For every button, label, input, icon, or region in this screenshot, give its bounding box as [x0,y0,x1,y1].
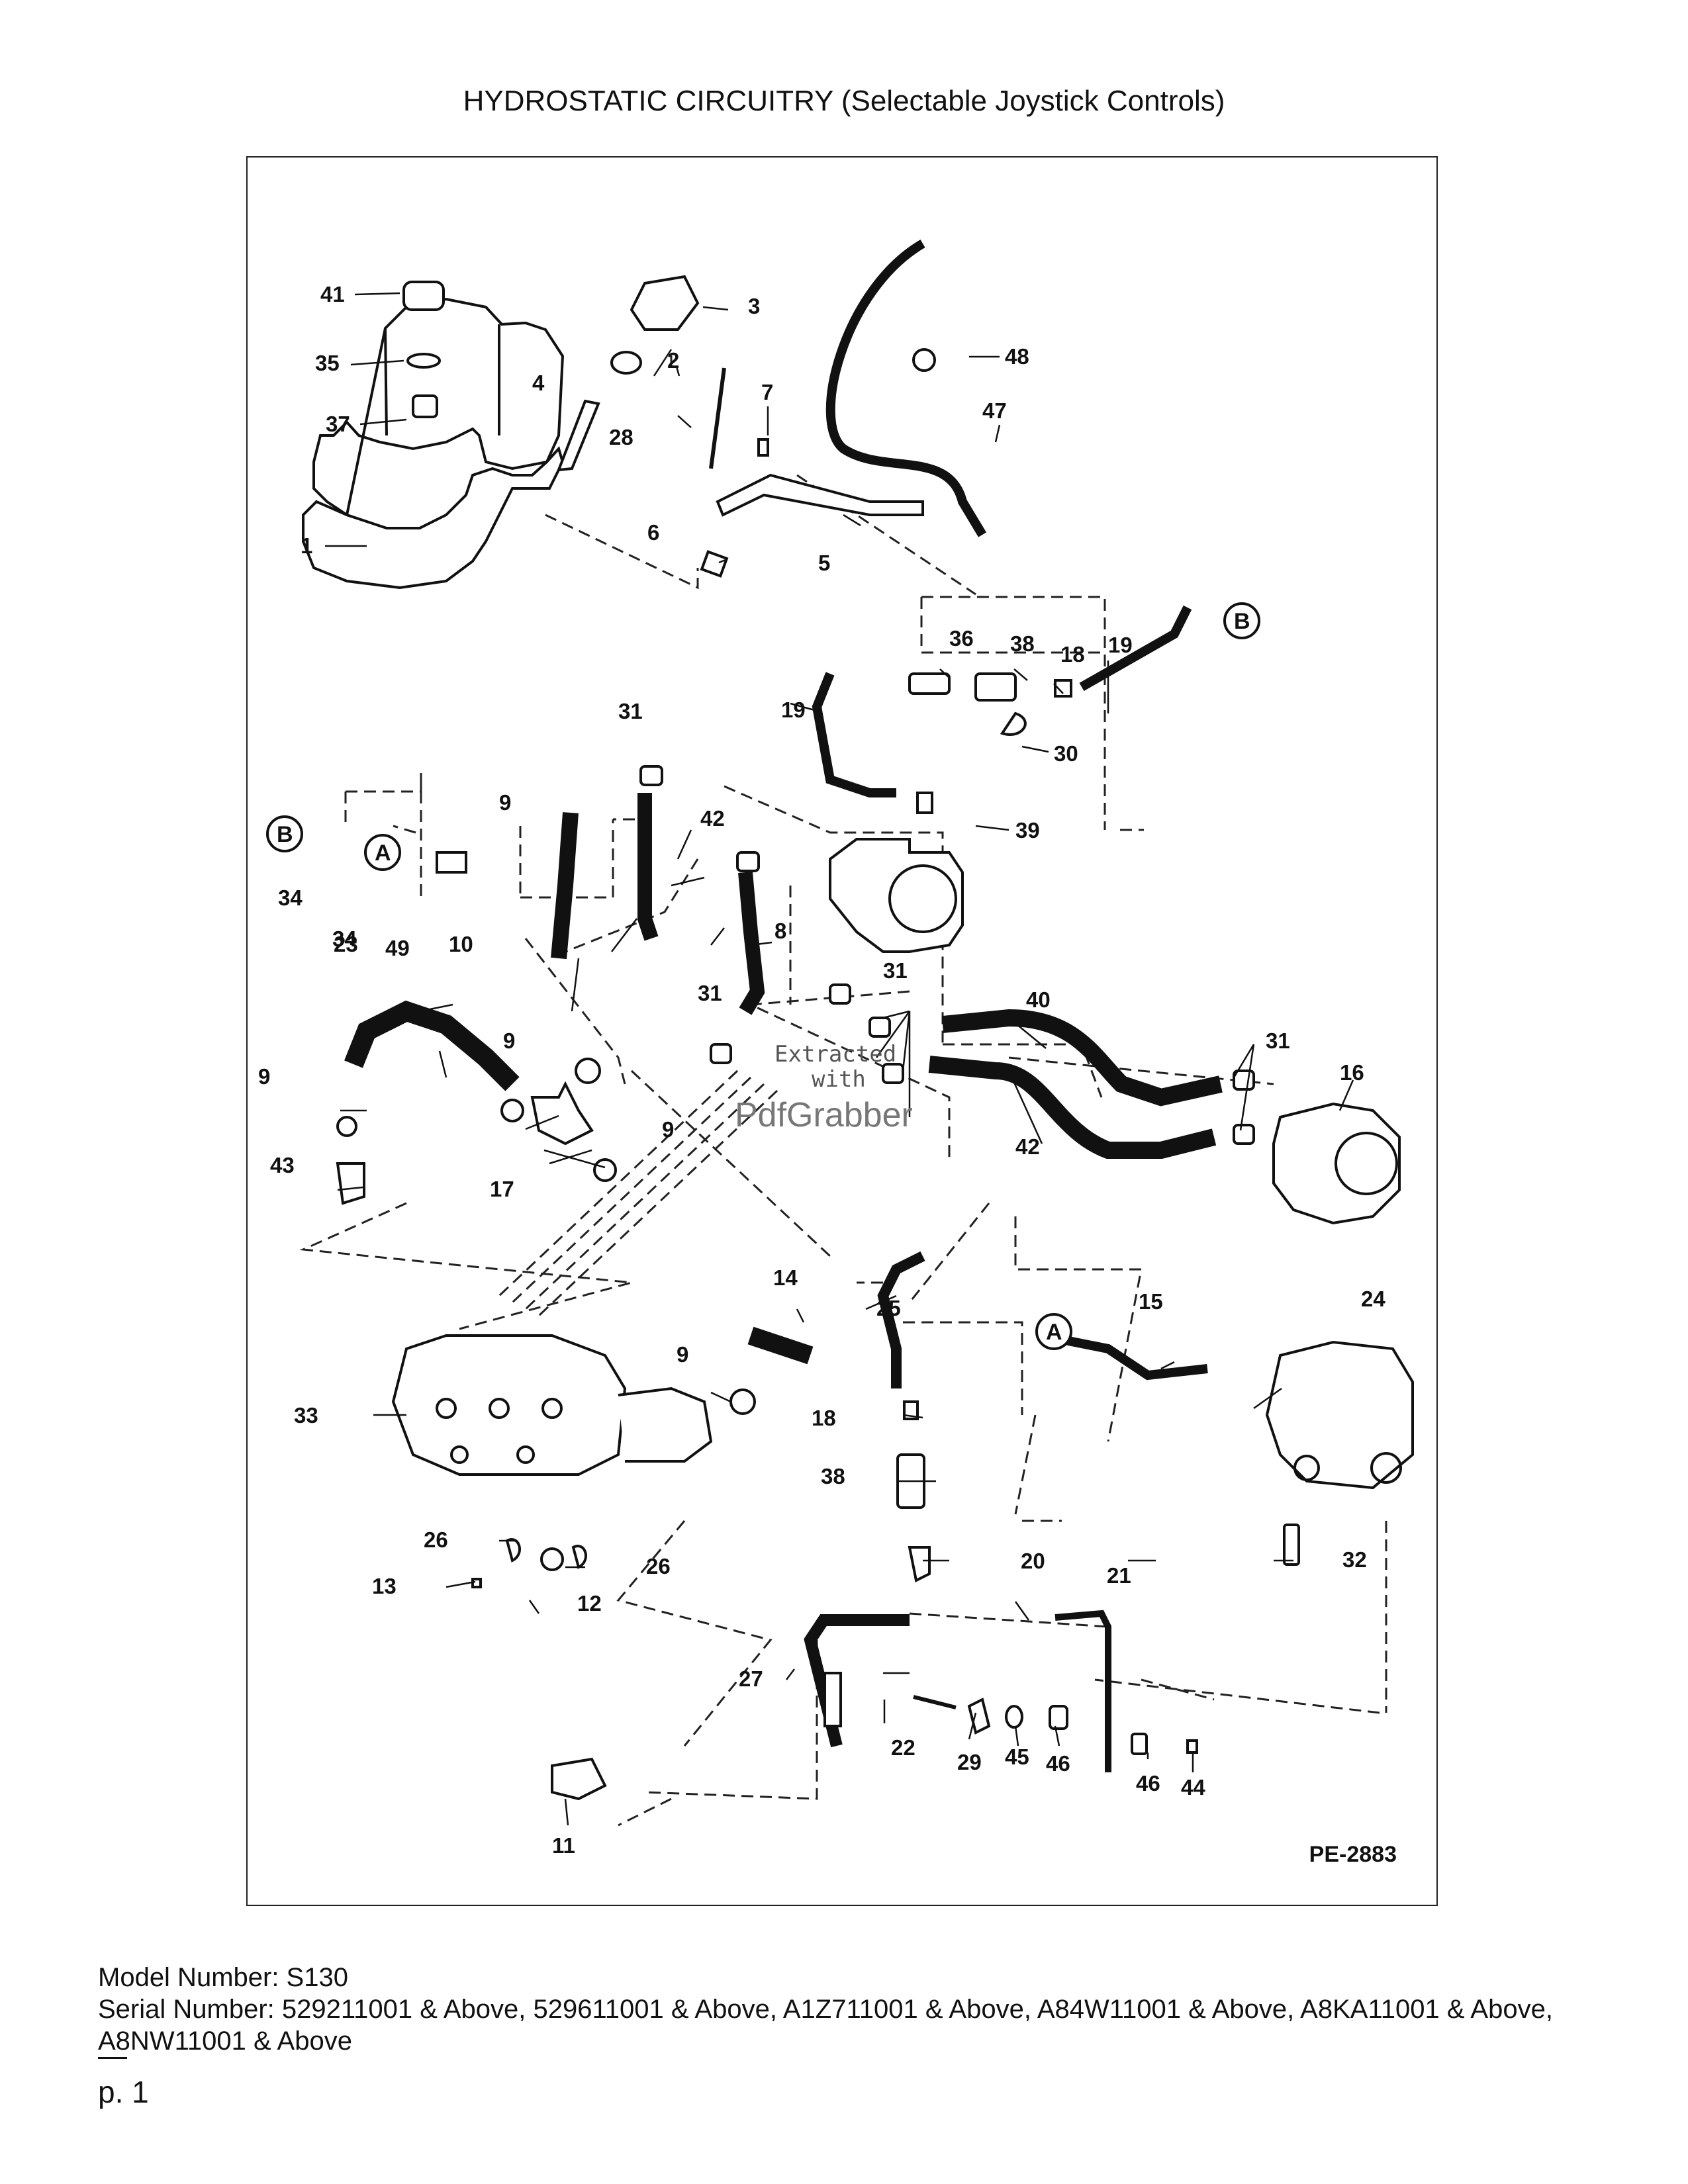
callout-35: 35 [315,351,340,375]
callout-36: 36 [949,626,974,651]
callout-31: 31 [618,699,643,723]
parts [302,239,1414,1801]
callout-43: 43 [270,1153,295,1177]
watermark-line1: Extracted [774,1041,896,1068]
callout-26b: 26 [646,1554,671,1578]
callout-9b: 9 [503,1028,515,1053]
connector-b-left: B [277,822,293,847]
callout-16: 16 [1340,1060,1364,1085]
watermark-line2: with [812,1066,866,1093]
callout-9e: 9 [677,1342,688,1367]
callout-31d: 31 [1266,1028,1290,1053]
callout-29: 29 [957,1750,982,1774]
callout-46: 46 [1046,1751,1070,1776]
callout-44: 44 [1181,1775,1205,1799]
callout-40: 40 [1026,987,1051,1012]
callout-9c: 9 [258,1064,270,1089]
callout-19b: 19 [781,698,806,722]
callout-42b: 42 [1015,1134,1040,1159]
callout-47: 47 [982,398,1007,423]
callout-17: 17 [490,1177,514,1201]
connector-a-left: A [375,841,391,866]
callout-13: 13 [372,1574,397,1598]
callout-labels-main: 34 23 49 10 9 9 43 17 9 14 9 33 26 13 26… [258,886,1385,1858]
callout-18: 18 [1060,642,1085,666]
callout-12: 12 [577,1591,602,1615]
callout-30: 30 [1054,741,1078,766]
callout-32: 32 [1342,1547,1367,1572]
callout-labels: 41 35 37 1 3 2 4 7 28 6 5 48 47 36 38 18… [301,282,1364,1159]
callout-33: 33 [294,1403,318,1428]
callout-18b: 18 [812,1406,836,1430]
callout-1: 1 [301,533,312,558]
callout-49: 49 [385,936,410,960]
callout-7: 7 [761,380,773,404]
callout-10: 10 [449,932,473,956]
callout-6: 6 [647,520,659,545]
parts-diagram: 41 35 37 1 3 2 4 7 28 6 5 48 47 36 38 18… [246,156,1438,1906]
callout-23: 23 [334,932,358,956]
motor-upper [829,838,964,953]
leader-lines [325,292,1354,1826]
callout-8: 8 [774,919,786,943]
cap [402,281,445,311]
callout-34: 34 [278,886,303,910]
callout-34: 34 [332,927,357,951]
callout-2: 2 [667,348,679,373]
connector-symbols: B B A A [266,602,1260,1350]
page-number: p. 1 [98,2075,149,2109]
callout-28: 28 [609,425,633,449]
footer: Model Number: S130 Serial Number: 529211… [98,1962,1614,2057]
page-title: HYDROSTATIC CIRCUITRY (Selectable Joysti… [463,85,1225,117]
callout-39: 39 [1015,818,1040,842]
callout-11: 11 [552,1833,575,1858]
model-number: Model Number: S130 [98,1963,348,1992]
callout-24: 24 [1361,1287,1385,1311]
callout-45: 45 [1005,1745,1029,1769]
callout-27: 27 [739,1666,763,1691]
callout-41: 41 [320,282,345,306]
callout-31c: 31 [698,981,722,1005]
callout-26: 26 [424,1527,448,1552]
callout-9d: 9 [662,1117,674,1142]
callout-4: 4 [532,371,545,395]
callout-46b: 46 [1136,1771,1160,1796]
callout-19: 19 [1108,633,1133,657]
callout-20: 20 [1021,1549,1045,1573]
callout-5: 5 [818,551,830,575]
callout-38b: 38 [821,1464,845,1488]
relief-valve [1265,1340,1414,1490]
callout-37: 37 [326,412,350,436]
callout-21: 21 [1107,1563,1131,1588]
callout-48: 48 [1005,344,1029,369]
callout-42: 42 [700,806,725,831]
connector-a-right: A [1046,1320,1062,1345]
callout-31b: 31 [883,958,908,983]
callout-9: 9 [499,790,511,815]
callout-3: 3 [748,294,760,318]
callout-14: 14 [773,1265,798,1290]
callout-22: 22 [891,1735,915,1760]
callout-15: 15 [1139,1289,1163,1314]
callout-38: 38 [1010,631,1035,656]
reservoir-tank [302,297,565,590]
connector-b-top: B [1234,609,1250,634]
page-divider [98,2057,127,2059]
diagram-code: PE-2883 [1309,1842,1397,1867]
serial-number: Serial Number: 529211001 & Above, 529611… [98,1995,1553,2056]
watermark: Extracted with PdfGrabber [735,1041,913,1134]
callout-25: 25 [876,1296,901,1320]
watermark-line3: PdfGrabber [735,1096,913,1134]
